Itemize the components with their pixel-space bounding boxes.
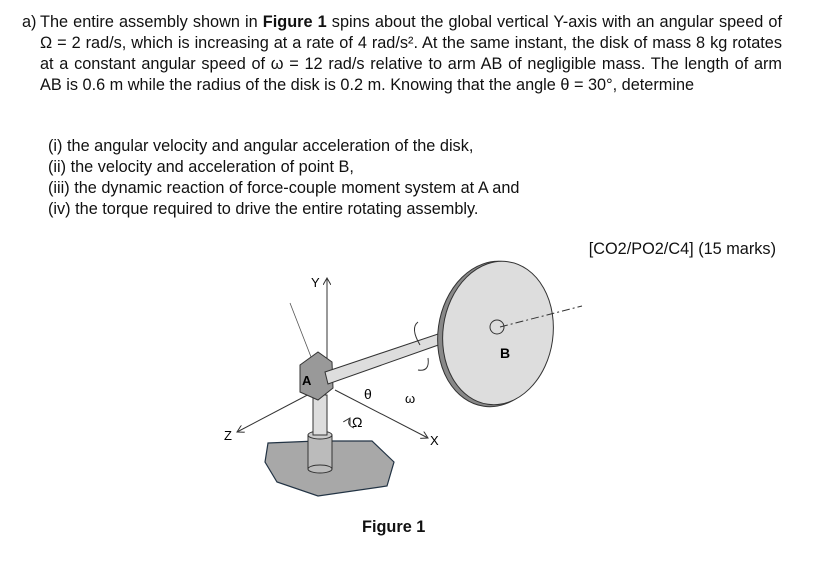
list-item: (iii) the dynamic reaction of force-coup… <box>48 179 520 197</box>
question-label: a) <box>22 13 37 31</box>
z-label: Z <box>224 428 232 443</box>
question-part1: The entire assembly shown in <box>40 13 263 31</box>
b-label: B <box>500 345 510 361</box>
omega-label: ω <box>405 391 415 406</box>
x-label: X <box>430 433 439 448</box>
omega-rotation-arrow <box>414 321 429 371</box>
column-upper <box>312 394 328 436</box>
point-b-marker <box>489 319 505 335</box>
subquestion-list: (i) the angular velocity and angular acc… <box>48 136 519 220</box>
column-lower <box>307 434 333 470</box>
y-label: Y <box>311 275 320 290</box>
list-item: (i) the angular velocity and angular acc… <box>48 137 474 155</box>
z-axis <box>237 389 318 432</box>
arm-ab <box>324 332 445 385</box>
list-item: (ii) the velocity and acceleration of po… <box>48 158 354 176</box>
joint-a <box>299 351 334 401</box>
x-axis <box>334 389 428 438</box>
Omega-label: Ω <box>352 414 362 430</box>
Omega-rotation-arrow <box>349 418 355 429</box>
list-item: (iv) the torque required to drive the en… <box>48 200 479 218</box>
figure-reference: Figure 1 <box>262 13 327 31</box>
question-text: a) The entire assembly shown in Figure 1… <box>22 12 782 96</box>
a-label: A <box>302 373 312 388</box>
theta-label: θ <box>364 386 372 402</box>
marks-label: [CO2/PO2/C4] (15 marks) <box>588 240 776 258</box>
column-lower-bottom <box>307 464 333 474</box>
question-part2: spins about the global vertical Y-axis w… <box>40 13 782 94</box>
disk <box>442 260 554 406</box>
figure-caption: Figure 1 <box>362 518 426 536</box>
disk-axis-line <box>499 305 583 328</box>
